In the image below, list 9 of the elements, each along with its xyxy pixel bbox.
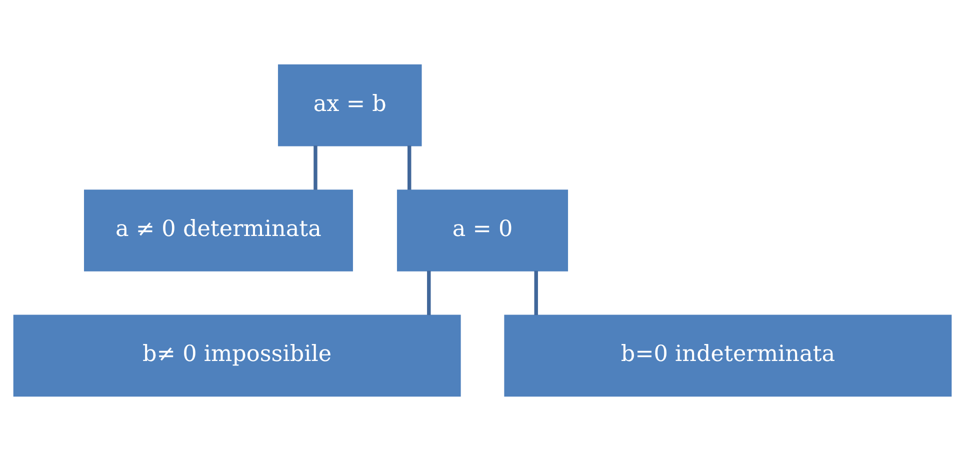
node-box: a ≠ 0 determinata <box>84 190 352 272</box>
node-box: b=0 indeterminata <box>504 314 952 397</box>
node-box: ax = b <box>277 64 422 146</box>
connector <box>407 146 411 190</box>
connector <box>534 270 538 316</box>
node-box: a = 0 <box>396 190 568 272</box>
node-box: b≠ 0 impossibile <box>12 314 460 397</box>
connector <box>313 146 317 190</box>
connector <box>426 270 430 316</box>
